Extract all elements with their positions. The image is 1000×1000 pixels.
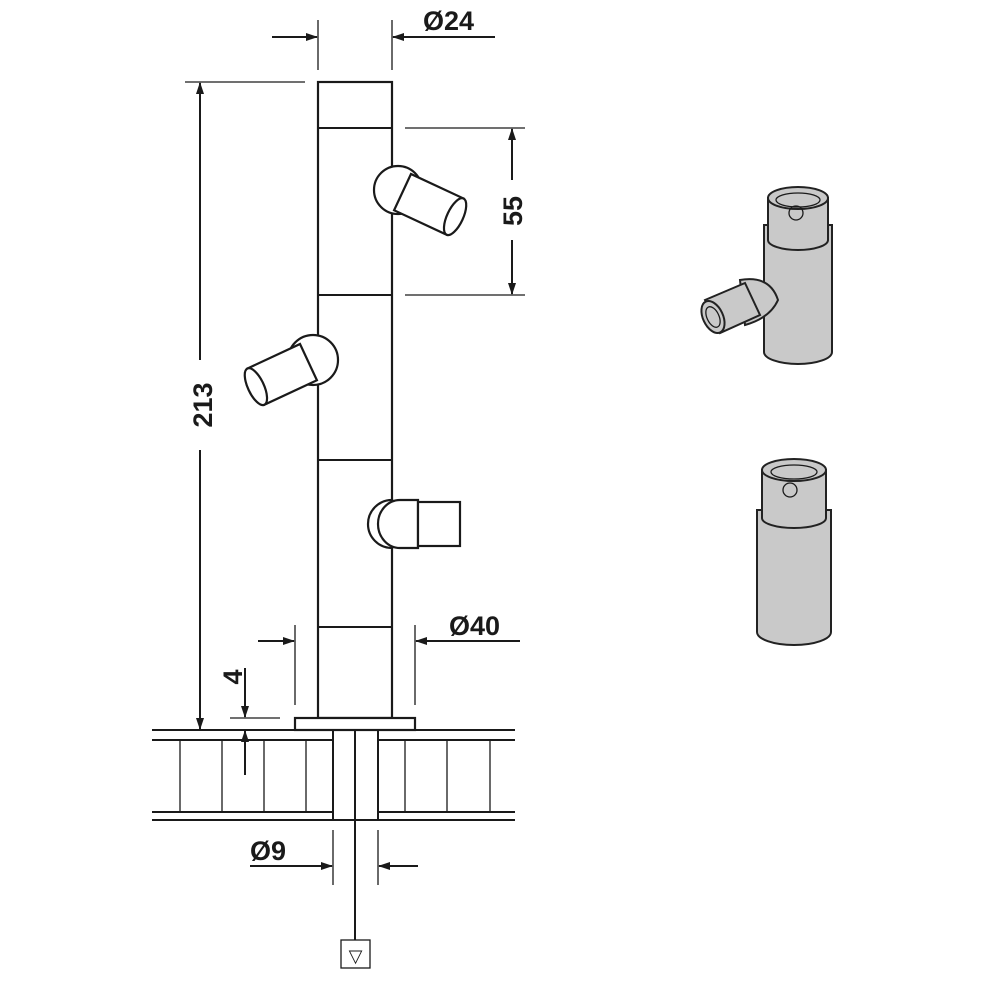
- spotlight-upper: [372, 164, 468, 237]
- dimension-base-diameter: Ø40: [258, 611, 520, 705]
- t-connector-part: [700, 186, 833, 365]
- ground-symbol: ▽: [349, 946, 363, 967]
- dimension-hole-diameter: Ø9: [250, 830, 418, 885]
- straight-connector-part: [756, 458, 832, 646]
- dimension-spacing: 55: [405, 127, 528, 296]
- dimension-plate-thickness: 4: [218, 668, 280, 775]
- svg-text:55: 55: [498, 196, 528, 226]
- cable: ▽: [340, 730, 371, 969]
- dimension-height: 213: [185, 81, 305, 730]
- svg-text:Ø24: Ø24: [423, 6, 474, 36]
- svg-text:213: 213: [188, 382, 218, 427]
- spotlight-lower: [366, 498, 462, 550]
- svg-text:Ø40: Ø40: [449, 611, 500, 641]
- dimension-top-diameter: Ø24: [272, 6, 495, 70]
- shelf-section: [152, 716, 515, 821]
- spotlight-middle: [243, 333, 340, 407]
- svg-text:4: 4: [218, 669, 248, 684]
- svg-text:Ø9: Ø9: [250, 836, 286, 866]
